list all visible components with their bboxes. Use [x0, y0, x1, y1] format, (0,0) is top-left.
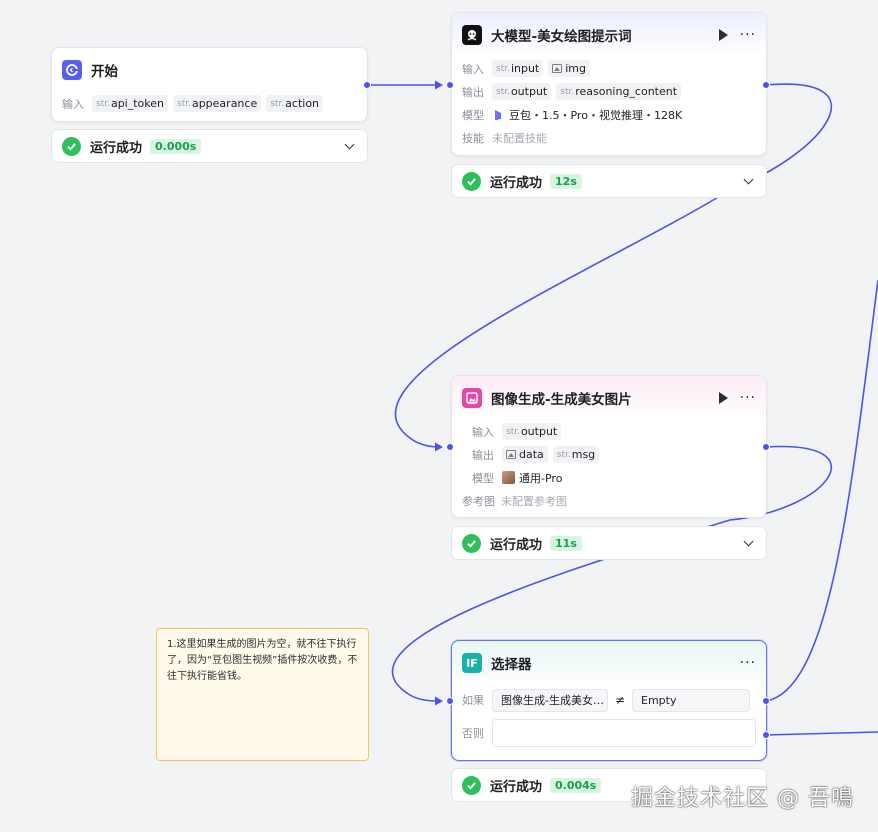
outputs-row: 输出 str.output str.reasoning_content	[452, 80, 766, 103]
status-label: 运行成功	[90, 140, 143, 156]
node-title: 大模型-美女绘图提示词	[491, 29, 632, 45]
param-tag: str.action	[266, 95, 324, 112]
param-tag: str.output	[502, 423, 562, 440]
param-tag: str.appearance	[173, 95, 262, 112]
else-box[interactable]	[492, 719, 756, 747]
selector-node[interactable]: IF 选择器 ··· 如果 图像生成-生成美女… ≠ Empty 否则	[451, 640, 767, 761]
condition-right[interactable]: Empty	[632, 688, 750, 712]
start-icon	[62, 60, 82, 80]
param-tag: data	[502, 446, 548, 463]
param-tag: str.msg	[552, 446, 600, 463]
run-status-bar[interactable]: 运行成功 11s	[451, 526, 767, 560]
more-icon[interactable]: ···	[739, 390, 756, 406]
chevron-down-icon[interactable]	[344, 139, 355, 149]
doubao-logo-icon	[495, 109, 501, 120]
input-label: 输入	[62, 97, 84, 111]
check-icon	[62, 136, 81, 156]
image-gen-icon	[462, 388, 482, 408]
condition-left[interactable]: 图像生成-生成美女…	[492, 688, 608, 712]
arrow-head-selector	[435, 696, 443, 706]
param-tag: str.input	[492, 60, 544, 77]
model-row: 模型 通用-Pro	[472, 471, 563, 485]
start-node[interactable]: 开始 输入 str.api_token str.appearance str.a…	[51, 47, 368, 122]
outputs-row: 输出 data str.msg	[452, 443, 766, 466]
input-port[interactable]	[446, 81, 454, 89]
note-text: 1.这里如果生成的图片为空，就不往下执行了，因为“豆包图生视频”插件按次收费，不…	[167, 639, 358, 682]
llm-bot-icon	[462, 25, 482, 45]
check-icon	[462, 533, 481, 553]
edge-llm-to-image	[394, 83, 833, 448]
model-avatar-icon	[502, 471, 515, 484]
param-tag: img	[548, 60, 591, 77]
edge-image-to-selector	[391, 445, 833, 702]
output-port[interactable]	[762, 443, 770, 451]
inputs-row: 输入 str.api_token str.appearance str.acti…	[52, 92, 367, 115]
model-row: 模型 豆包・1.5・Pro・视觉推理・128K	[462, 108, 683, 122]
chevron-down-icon[interactable]	[743, 174, 754, 184]
node-title: 图像生成-生成美女图片	[491, 392, 632, 408]
node-title: 选择器	[491, 657, 532, 673]
run-status-bar[interactable]: 运行成功 0.004s	[451, 768, 767, 802]
llm-node[interactable]: 大模型-美女绘图提示词 ··· 输入 str.input img 输出 str.…	[451, 12, 767, 156]
if-icon: IF	[462, 653, 482, 673]
chevron-down-icon[interactable]	[743, 536, 754, 546]
param-tag: str.output	[492, 83, 552, 100]
watermark: 掘金技术社区 @ 吾鳴	[631, 786, 854, 811]
if-row: 如果 图像生成-生成美女… ≠ Empty	[452, 685, 766, 715]
arrow-head-image	[435, 442, 443, 452]
comment-note[interactable]: 1.这里如果生成的图片为空，就不往下执行了，因为“豆包图生视频”插件按次收费，不…	[156, 628, 369, 761]
edge-selector-else-out	[765, 731, 878, 736]
play-icon[interactable]	[718, 392, 728, 404]
model-name: 豆包・1.5・Pro・视觉推理・128K	[509, 108, 683, 122]
more-icon[interactable]: ···	[739, 655, 756, 671]
if-output-port[interactable]	[762, 697, 770, 705]
input-port[interactable]	[446, 697, 454, 705]
else-row: 否则	[452, 715, 766, 751]
more-icon[interactable]: ···	[739, 27, 756, 43]
image-icon	[552, 64, 563, 73]
operator: ≠	[614, 693, 626, 707]
inputs-row: 输入 str.input img	[452, 57, 766, 80]
param-tag: str.api_token	[92, 95, 168, 112]
play-icon[interactable]	[718, 29, 728, 41]
check-icon	[462, 171, 481, 191]
check-icon	[462, 775, 481, 795]
ref-row: 参考图 未配置参考图	[462, 494, 567, 508]
node-title: 开始	[91, 64, 118, 80]
edge-selector-if-out	[765, 279, 878, 702]
arrow-head-llm	[435, 80, 443, 90]
inputs-row: 输入 str.output	[452, 420, 766, 443]
input-port[interactable]	[446, 443, 454, 451]
param-tag: str.reasoning_content	[556, 83, 682, 100]
time-badge: 0.000s	[150, 138, 202, 154]
image-icon	[506, 450, 516, 459]
else-output-port[interactable]	[762, 731, 770, 739]
run-status-bar[interactable]: 运行成功 12s	[451, 164, 767, 198]
run-status-bar[interactable]: 运行成功 0.000s	[51, 129, 368, 163]
image-gen-node[interactable]: 图像生成-生成美女图片 ··· 输入 str.output 输出 data st…	[451, 375, 767, 518]
output-port[interactable]	[363, 81, 371, 89]
skills-row: 技能 未配置技能	[462, 131, 547, 145]
output-port[interactable]	[762, 81, 770, 89]
